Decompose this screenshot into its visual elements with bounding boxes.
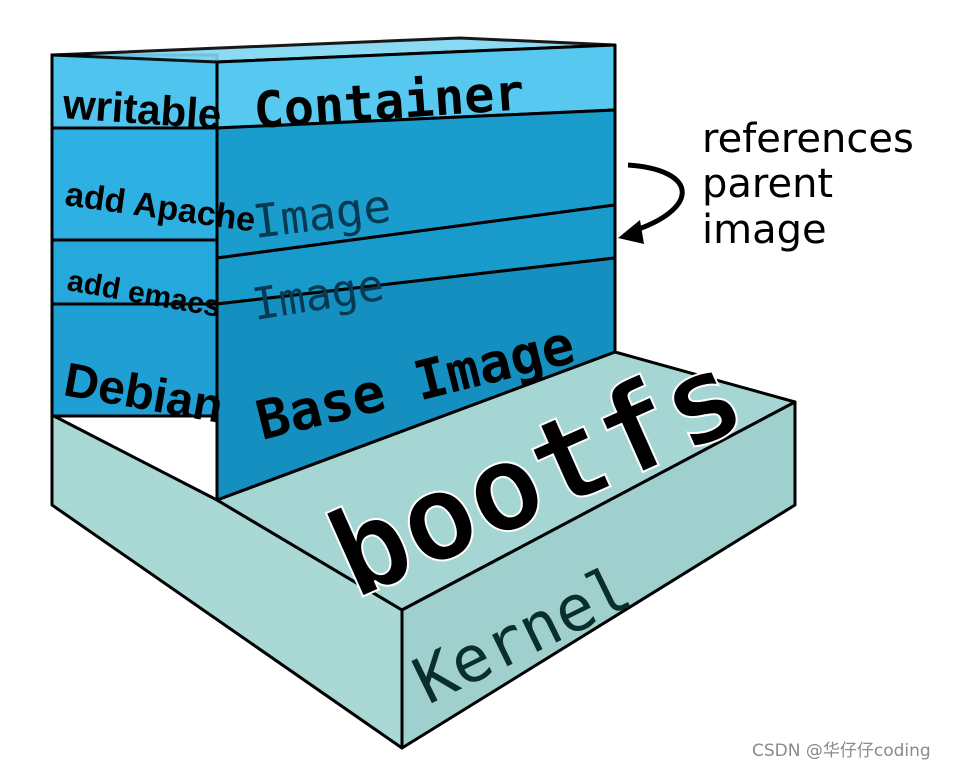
arrow-head-icon (618, 220, 644, 244)
base-image-face (215, 256, 617, 502)
arrow-curve (627, 162, 685, 235)
kernel-front-face (400, 400, 797, 750)
annotation-line-3: image (702, 207, 827, 253)
annotation-line-2: parent (702, 161, 833, 207)
side-debian (50, 302, 219, 418)
side-column (50, 53, 219, 418)
reference-arrow (618, 162, 685, 244)
label-writable: writable (60, 80, 223, 138)
watermark: CSDN @华仔仔coding (752, 741, 931, 761)
kernel-slab (50, 350, 797, 750)
annotation-line-1: references (702, 116, 914, 162)
front-stack (50, 36, 617, 502)
